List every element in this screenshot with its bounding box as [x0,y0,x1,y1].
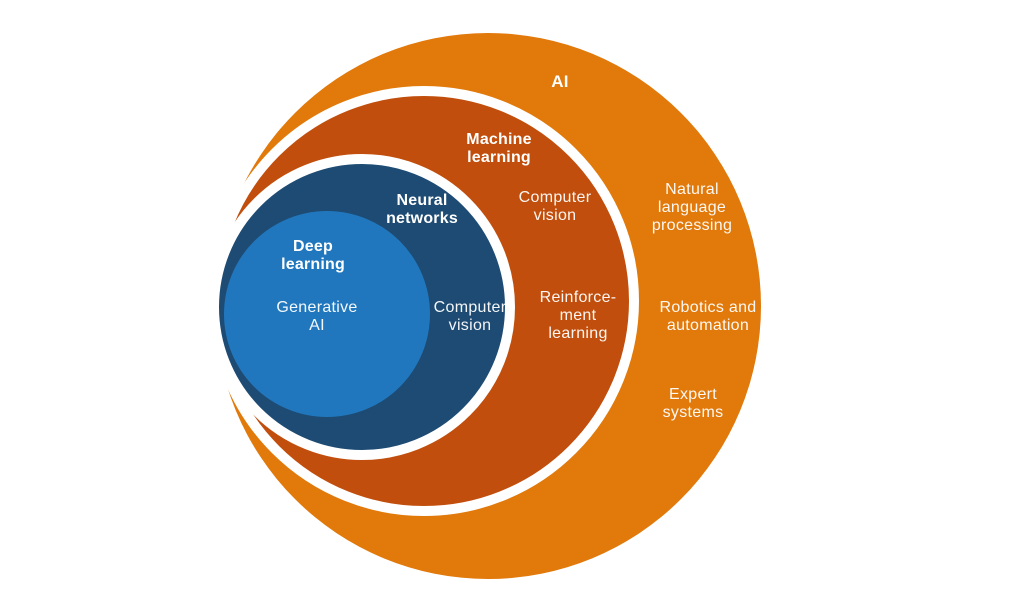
nn-computer-vision-label: Computer vision [433,299,507,334]
natural-language-processing-label: Natural language processing [651,181,733,234]
ai-label: AI [551,72,569,91]
deep-learning-label: Deep learning [281,238,345,273]
reinforcement-learning-label: Reinforce- ment learning [539,289,617,342]
expert-systems-label: Expert systems [662,386,724,421]
neural-networks-label: Neural networks [386,192,458,227]
machine-learning-label: Machine learning [466,131,532,166]
robotics-and-automation-label: Robotics and automation [659,299,757,334]
deep-learning-circle [224,211,430,417]
generative-ai-label: Generative AI [276,299,358,334]
ml-computer-vision-label: Computer vision [518,189,592,224]
